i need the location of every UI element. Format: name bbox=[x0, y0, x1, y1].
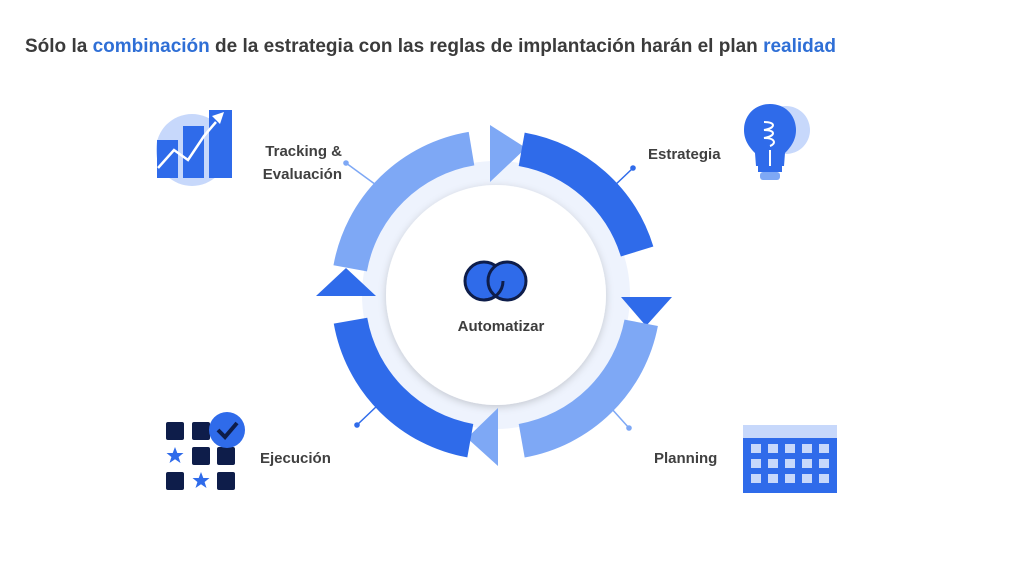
connector-dot-tracking bbox=[343, 160, 349, 166]
connector-planning bbox=[610, 407, 630, 429]
label-tracking-line2: Evaluación bbox=[262, 166, 342, 183]
arrowhead-left-dark bbox=[316, 268, 376, 296]
connector-tracking bbox=[345, 162, 384, 191]
connector-dot-strategy bbox=[630, 165, 636, 171]
task-grid-check-icon bbox=[166, 412, 245, 490]
lightbulb-icon bbox=[744, 104, 810, 180]
arrowhead-right-dark bbox=[621, 297, 672, 326]
label-tracking-evaluacion: Tracking & Evaluación bbox=[228, 140, 342, 186]
title-part-2: de la estrategia con las reglas de impla… bbox=[209, 36, 764, 57]
connector-dot-planning bbox=[626, 425, 632, 431]
center-label: Automatizar bbox=[457, 318, 545, 335]
title-highlight-realidad: realidad bbox=[763, 36, 836, 57]
growth-chart-icon bbox=[156, 110, 232, 186]
calendar-icon bbox=[743, 425, 837, 493]
label-ejecucion: Ejecución bbox=[260, 450, 331, 467]
arc-right-dark bbox=[518, 132, 654, 257]
slide-title: Sólo la combinación de la estrategia con… bbox=[25, 36, 836, 58]
label-planning: Planning bbox=[654, 450, 718, 467]
arc-bottom-right-light bbox=[518, 319, 658, 458]
connector-execution bbox=[356, 404, 379, 426]
label-tracking-line1: Tracking & bbox=[265, 143, 342, 160]
arc-top-light bbox=[333, 131, 475, 272]
arrowhead-bottom-light bbox=[467, 408, 498, 466]
title-highlight-combinacion: combinación bbox=[92, 36, 210, 57]
connector-strategy bbox=[611, 167, 634, 189]
arrowhead-top-light bbox=[490, 125, 526, 182]
interlocking-rings-icon bbox=[463, 260, 528, 302]
connector-dot-execution bbox=[354, 422, 360, 428]
title-part-1: Sólo la bbox=[25, 36, 93, 57]
arc-left-dark bbox=[333, 317, 474, 458]
label-estrategia: Estrategia bbox=[648, 146, 721, 163]
